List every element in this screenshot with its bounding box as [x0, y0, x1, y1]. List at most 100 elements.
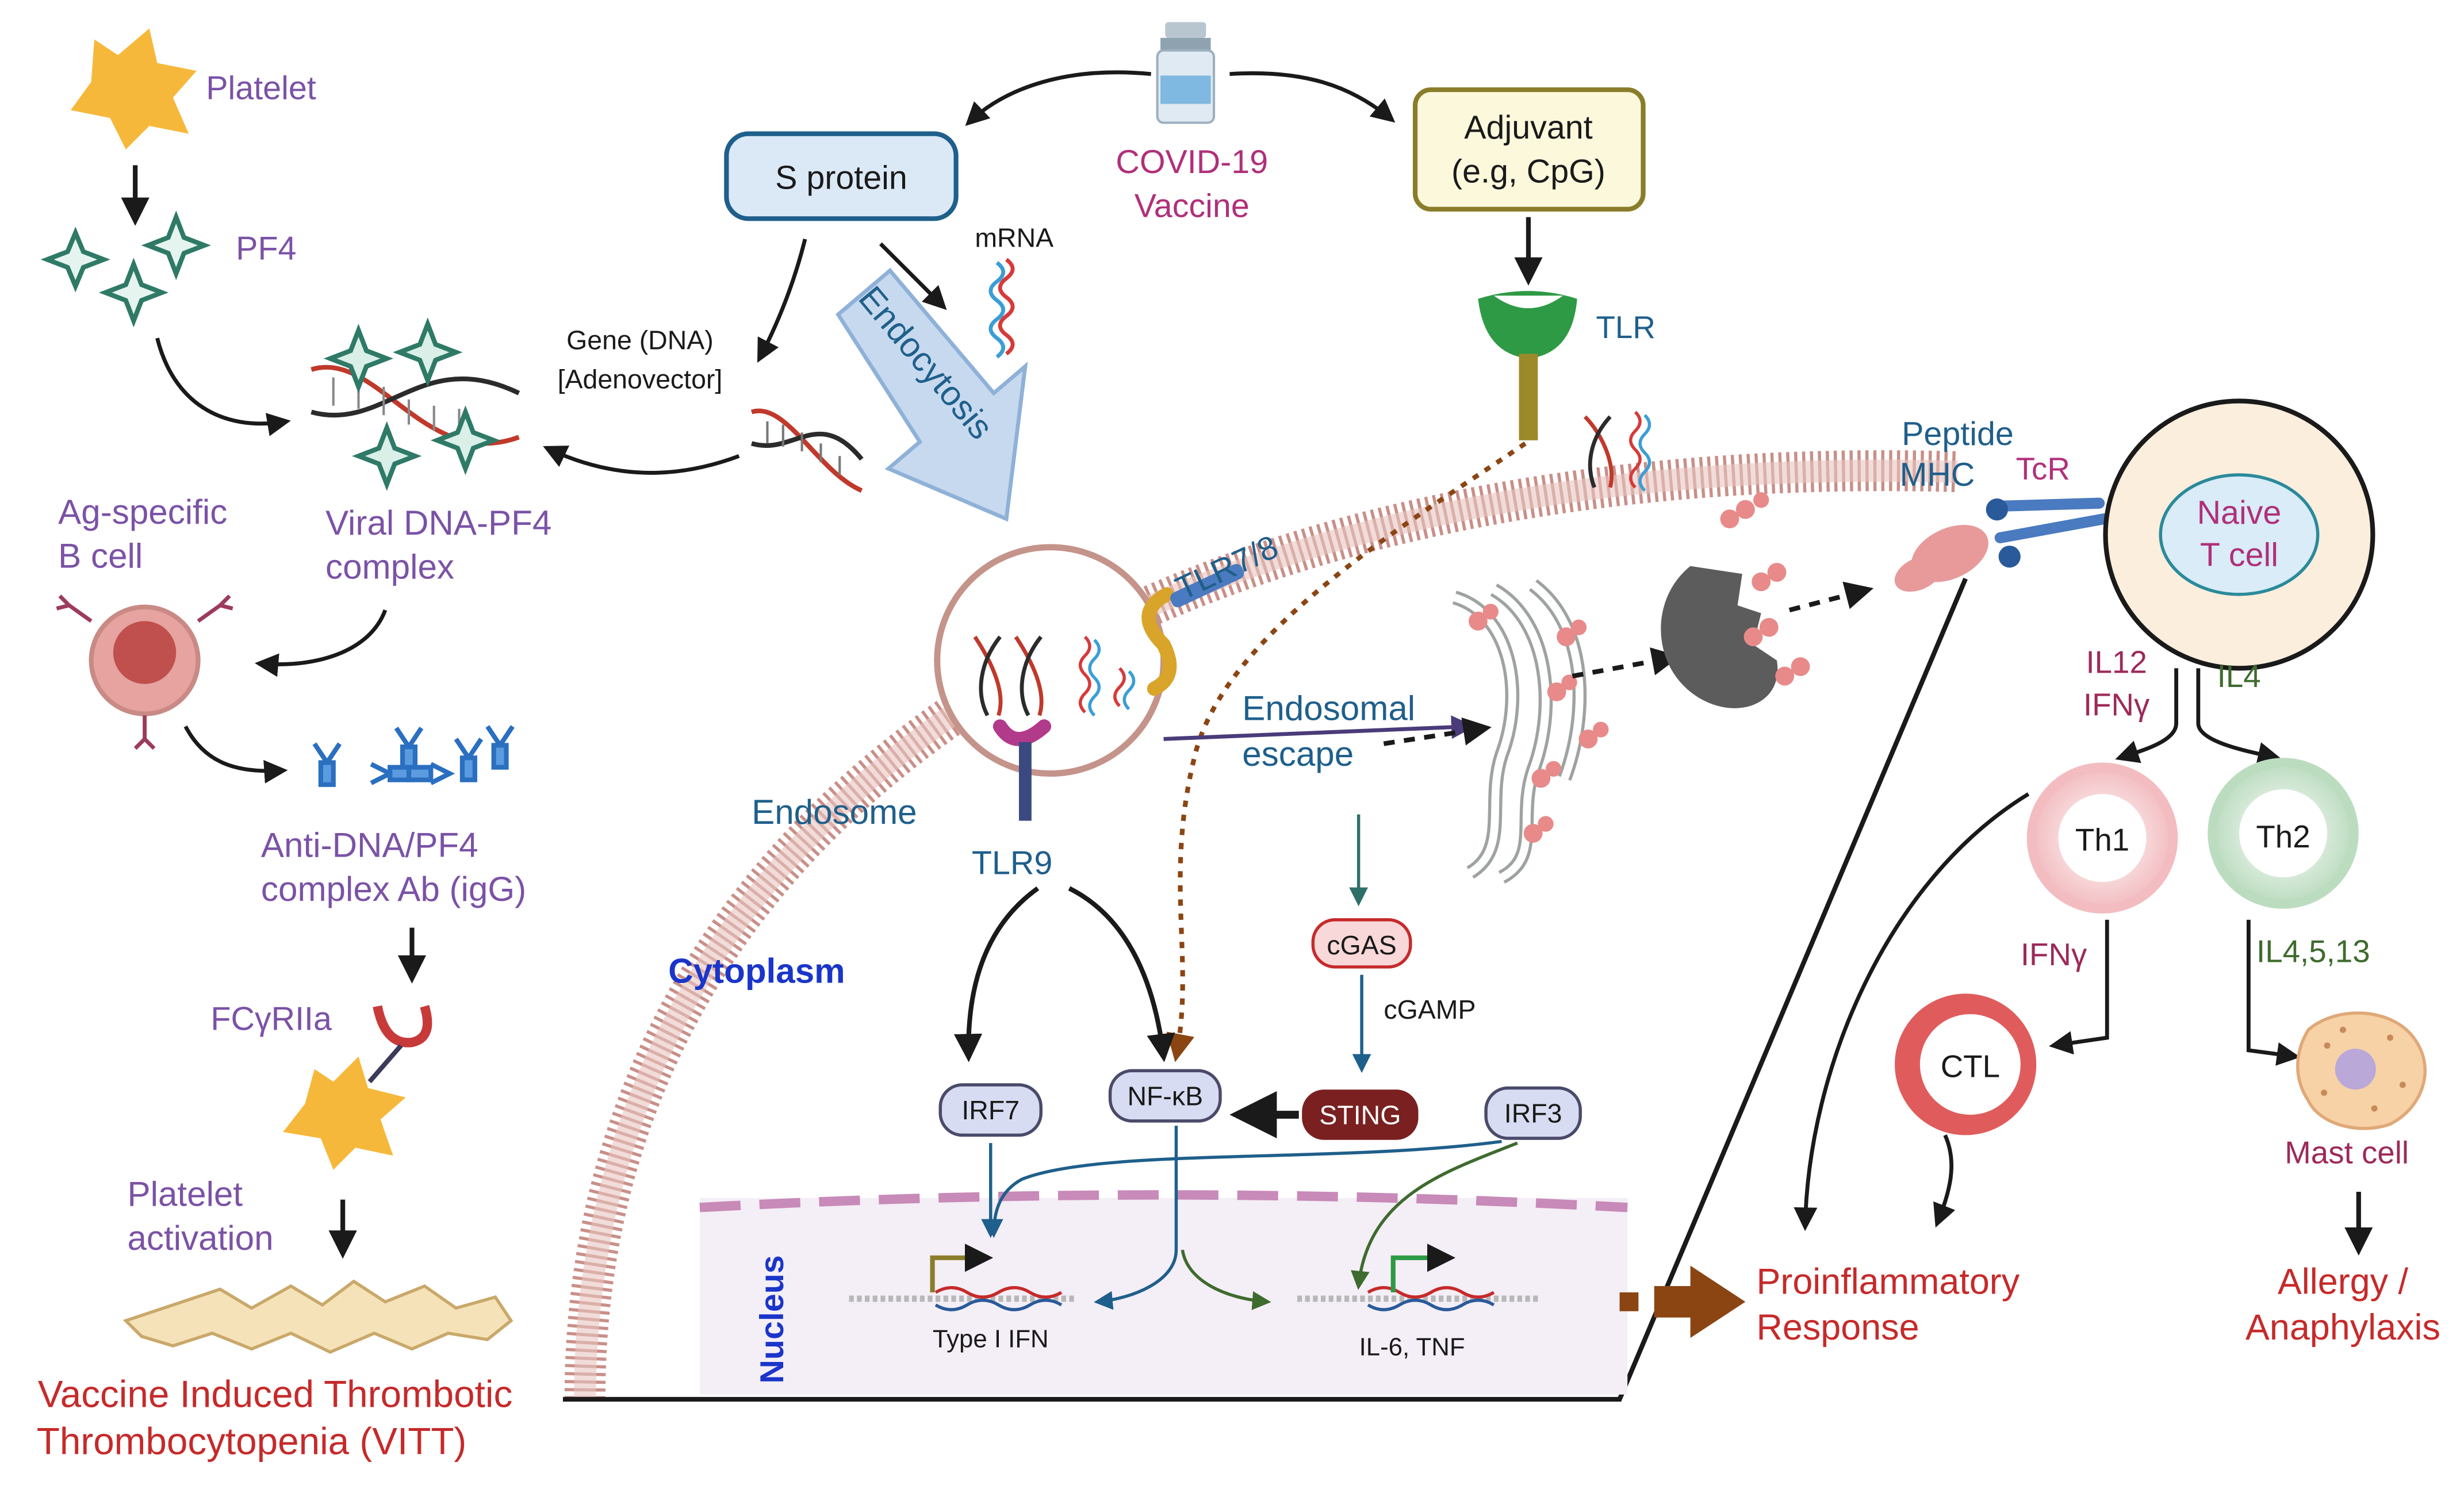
- antibody-icons: [312, 725, 515, 787]
- arrow-gene-to-complex: [543, 446, 740, 475]
- arrow-pf4-to-complex: [155, 337, 291, 436]
- il4513-label: IL4,5,13: [2256, 934, 2370, 969]
- arrow-vaccine-to-s-protein: [965, 70, 1151, 126]
- vitt-label-line1: Vaccine Induced Thrombotic: [38, 1373, 512, 1415]
- platelet-aggregate-icon: [122, 1279, 514, 1354]
- th1-label: Th1: [2075, 822, 2129, 858]
- arrow-ctl-to-proinflammatory: [1933, 1134, 1956, 1228]
- pf4-stars-icon: [40, 210, 211, 328]
- arrow-golgi-to-proteasome-dotted: [1572, 647, 1680, 679]
- il6-tnf-label: IL-6, TNF: [1359, 1333, 1465, 1361]
- peptide-mhc-label-line2: MHC: [1900, 456, 1975, 493]
- vaccine-label-line2: Vaccine: [1135, 188, 1250, 225]
- ctl-cell-icon: [1895, 993, 2037, 1135]
- arrow-th1-to-ctl: [2049, 919, 2109, 1055]
- endocytosis-arrow: Endocytosis: [836, 267, 1028, 522]
- proinflammatory-label-line1: Proinflammatory: [1756, 1262, 2020, 1302]
- gene-label-line2: [Adenovector]: [558, 364, 723, 394]
- endosome-label: Endosome: [752, 793, 917, 831]
- cgas-label: cGAS: [1327, 930, 1396, 960]
- activated-platelet-icon: [283, 1056, 406, 1170]
- dna-rna-fragments-icon: [1583, 410, 1651, 492]
- allergy-label-line1: Allergy /: [2278, 1262, 2409, 1302]
- gene-label-line1: Gene (DNA): [566, 325, 714, 355]
- tlr78-label: TLR7/8: [1170, 528, 1284, 608]
- golgi-er-icon: [1452, 579, 1609, 884]
- cgas-box: cGAS: [1311, 918, 1412, 969]
- naive-t-label-line1: Naive: [2197, 494, 2282, 531]
- dna-helix-icon: [750, 408, 864, 493]
- ag-bcell-label-line2: B cell: [58, 536, 143, 575]
- pf4-label: PF4: [236, 230, 296, 267]
- th2-cell-core: [2239, 789, 2328, 878]
- arrow-tlr-to-nfkb-dotted: [1166, 441, 1527, 1062]
- arrow-th1-to-proinflammatory: [1794, 792, 2030, 1231]
- arrow-endosomal-escape: [1163, 715, 1475, 741]
- irf7-box: IRF7: [938, 1083, 1043, 1137]
- endosome-icon: [934, 544, 1244, 821]
- irf3-box: IRF3: [1484, 1086, 1582, 1140]
- arrow-vaccine-to-adjuvant: [1229, 71, 1396, 123]
- proinflammatory-label-line2: Response: [1756, 1307, 1919, 1348]
- endosomal-escape-label-line2: escape: [1242, 735, 1354, 773]
- platelet-activation-label-line2: activation: [127, 1219, 273, 1257]
- il12-label-line1: IL12: [2086, 644, 2147, 680]
- arrow-th2-to-mast: [2246, 919, 2301, 1066]
- mrna-strand-icon: [988, 258, 1015, 359]
- il4-label: IL4: [2217, 658, 2261, 694]
- th1-cell-core: [2058, 794, 2147, 882]
- arrow-s-protein-to-gene: [757, 239, 807, 363]
- viral-dna-pf4-complex-icon: [311, 317, 520, 491]
- vaccine-label-line1: COVID-19: [1116, 144, 1268, 181]
- viral-complex-label-line2: complex: [325, 548, 454, 586]
- arrow-naive-to-th2: [2196, 668, 2282, 766]
- allergy-label-line2: Anaphylaxis: [2245, 1307, 2440, 1348]
- nucleus-label: Nucleus: [754, 1255, 791, 1383]
- s-protein-label: S protein: [775, 159, 907, 196]
- platelet-icon: [71, 28, 197, 149]
- arrow-nfkb-to-il6: [1181, 1249, 1271, 1310]
- mast-cell-label: Mast cell: [2285, 1135, 2409, 1171]
- mrna-label: mRNA: [975, 223, 1053, 253]
- ifng-label: IFNγ: [2021, 937, 2087, 972]
- il12-label-line2: IFNγ: [2083, 686, 2150, 722]
- proteasome-icon: [1661, 492, 1810, 708]
- type1-ifn-gene-icon: [849, 1244, 1078, 1311]
- arrow-bcell-to-antibody: [183, 725, 288, 784]
- irf7-label: IRF7: [961, 1095, 1020, 1125]
- endosomal-escape-label-line1: Endosomal: [1242, 689, 1415, 728]
- antibody-label-line2: complex Ab (igG): [261, 870, 526, 908]
- il6-tnf-gene-icon: [1297, 1244, 1541, 1311]
- arrow-complex-to-bcell: [255, 609, 388, 677]
- platelet-label: Platelet: [206, 70, 316, 106]
- tlr-receptor-icon: [1478, 291, 1577, 440]
- ag-bcell-label-line1: Ag-specific: [58, 493, 227, 531]
- adjuvant-box: Adjuvant (e.g, CpG): [1412, 87, 1646, 212]
- cytoplasm-label: Cytoplasm: [668, 951, 845, 990]
- tcr-label: TcR: [2016, 451, 2070, 486]
- naive-t-cell-icon: [2103, 398, 2375, 671]
- type1-ifn-label: Type I IFN: [933, 1325, 1049, 1353]
- ctl-label: CTL: [1941, 1048, 2000, 1084]
- output-arrow-icon: [1619, 1265, 1746, 1338]
- tcr-icon: [1986, 497, 2110, 568]
- naive-t-label-line2: T cell: [2200, 537, 2278, 574]
- tlr9-label: TLR9: [972, 845, 1052, 882]
- arrow-tlr9-to-nfkb: [1068, 886, 1175, 1062]
- b-cell-icon: [56, 594, 233, 750]
- arrow-proteasome-to-mhc-dotted: [1788, 581, 1874, 613]
- arrow-escape-to-golgi-dotted: [1383, 717, 1492, 746]
- arrow-nfkb-to-ifn: [1094, 1126, 1178, 1310]
- vaccine-vial-icon: [1156, 22, 1216, 124]
- peptide-mhc-label-line1: Peptide: [1902, 416, 2014, 452]
- sting-box: STING: [1302, 1089, 1419, 1140]
- nfkb-box: NF-κB: [1108, 1069, 1222, 1123]
- arrow-irf3-to-il6: [1351, 1141, 1518, 1290]
- viral-complex-label-line1: Viral DNA-PF4: [325, 504, 551, 542]
- mhc-icon: [1894, 525, 1988, 592]
- cgamp-label: cGAMP: [1384, 995, 1476, 1024]
- arrow-naive-to-th1: [2115, 668, 2179, 763]
- fcgr-receptor-icon: [367, 1004, 432, 1084]
